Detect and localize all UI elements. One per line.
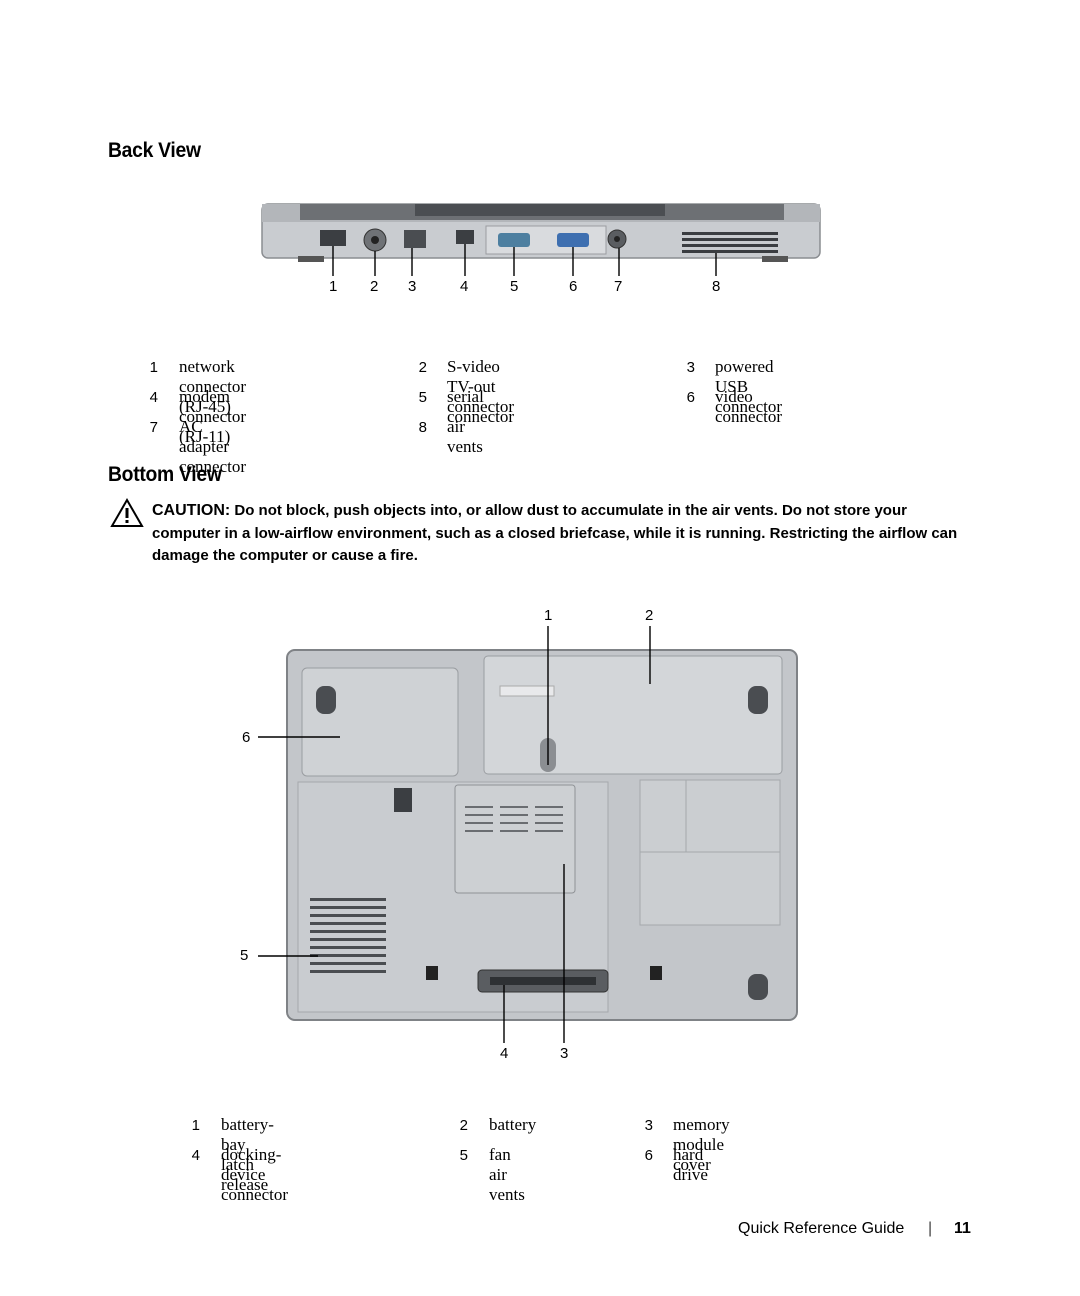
laptop-back-illustration [261,203,821,276]
bottom-callout-5: 5 [240,947,249,964]
legend-number: 4 [149,389,158,406]
legend-number: 3 [644,1117,653,1134]
legend-number: 6 [644,1147,653,1164]
back-callout-1: 1 [329,278,338,295]
back-callout-2: 2 [370,278,379,295]
legend-number: 6 [686,389,695,406]
legend-text: modem connector (RJ-11) [179,387,247,446]
legend-text: AC adapter connector [179,417,247,476]
legend-number: 2 [459,1117,468,1134]
footer-separator: | [928,1220,933,1237]
legend-text: video connector [715,387,783,426]
bottom-callout-4: 4 [500,1045,509,1062]
back-callout-3: 3 [408,278,417,295]
legend-text: battery [489,1115,537,1134]
legend-number: 7 [149,419,158,436]
footer-guide-title: Quick Reference Guide [738,1220,905,1237]
bottom-view-heading: Bottom View [108,463,222,486]
legend-number: 2 [418,359,427,376]
caution-message: Do not block, push objects into, or allo… [152,502,958,564]
legend-number: 5 [418,389,427,406]
bottom-callout-1: 1 [544,607,553,624]
back-callout-6: 6 [569,278,578,295]
bottom-callout-6: 6 [242,729,251,746]
legend-text: network connector (RJ-45) [179,357,247,416]
legend-number: 4 [191,1147,200,1164]
legend-text: S-video TV-out connector [447,357,515,416]
caution-label: CAUTION: [152,502,231,519]
legend-number: 1 [191,1117,200,1134]
back-callout-4: 4 [460,278,469,295]
bottom-callout-2: 2 [645,607,654,624]
legend-number: 1 [149,359,158,376]
legend-text: serial connector [447,387,515,426]
back-view-heading: Back View [108,139,201,162]
legend-text: docking-device connector [221,1145,289,1204]
legend-number: 3 [686,359,695,376]
legend-text: fan air vents [489,1145,525,1204]
legend-number: 8 [418,419,427,436]
back-callout-7: 7 [614,278,623,295]
back-callout-8: 8 [712,278,721,295]
page-number: 11 [954,1220,971,1237]
legend-text: powered USB connector [715,357,783,416]
back-callout-5: 5 [510,278,519,295]
legend-text: air vents [447,417,483,456]
legend-number: 5 [459,1147,468,1164]
legend-text: hard drive [673,1145,708,1184]
warning-triangle-icon [110,497,144,527]
caution-text-block: CAUTION: Do not block, push objects into… [152,500,972,568]
legend-text: battery-bay latch release [221,1115,274,1194]
legend-text: memory module cover [673,1115,730,1174]
bottom-callout-3: 3 [560,1045,569,1062]
